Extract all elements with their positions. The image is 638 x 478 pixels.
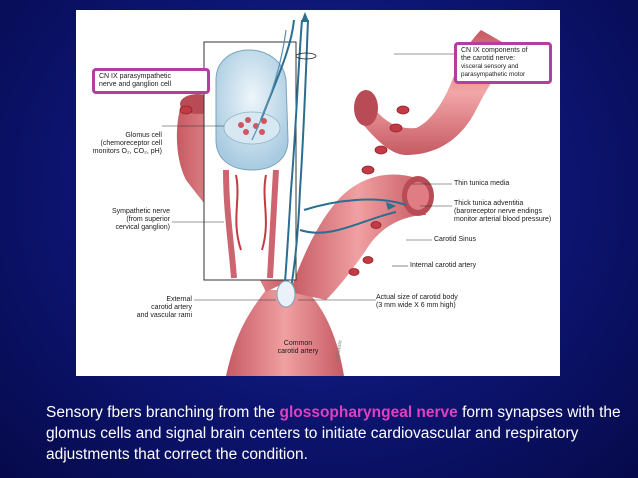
- leader-lines: [162, 53, 454, 301]
- label-thick-tunica-adventitia: Thick tunica adventitia (baroreceptor ne…: [454, 200, 552, 223]
- label-common-carotid: Common carotid artery: [277, 340, 319, 355]
- label-sympathetic-nerve: Sympathetic nerve (from superior cervica…: [112, 208, 170, 231]
- caption-highlight-glossopharyngeal: glossopharyngeal nerve: [279, 404, 458, 421]
- label-external-carotid: External carotid artery and vascular ram…: [136, 296, 192, 319]
- callout-cn-ix-components: CN IX components of the carotid nerve: v…: [454, 42, 552, 84]
- common-carotid-artery: [226, 290, 344, 376]
- label-thin-tunica-media: Thin tunica media: [454, 180, 510, 187]
- carotid-body-illustration: signature CN IX parasympathetic nerve an…: [76, 10, 560, 376]
- label-carotid-sinus: Carotid Sinus: [434, 236, 477, 243]
- carotid-body: [276, 280, 296, 308]
- caption-part-2: form synapses with the glomus cells and …: [46, 404, 621, 463]
- nerve-loop-marker: [295, 52, 317, 60]
- red-blood-cells: [179, 105, 410, 276]
- carotid-nerve-fibers: [260, 19, 407, 296]
- callout-cn-ix-components-title: CN IX components of the carotid nerve:: [461, 47, 528, 62]
- label-internal-carotid: Internal carotid artery: [410, 262, 477, 269]
- callout-cn-ix-parasympathetic: CN IX parasympathetic nerve and ganglion…: [92, 68, 210, 94]
- callout-cn-ix-components-sub: visceral sensory and parasympathetic mot…: [461, 63, 526, 78]
- label-glomus-cell: Glomus cell (chemoreceptor cell monitors…: [92, 132, 162, 155]
- label-actual-size: Actual size of carotid body (3 mm wide X…: [376, 294, 458, 309]
- svg-text:signature: signature: [334, 339, 344, 362]
- slide-caption: Sensory fbers branching from the glossop…: [46, 402, 626, 465]
- caption-part-1: Sensory fbers branching from the: [46, 404, 280, 421]
- glomus-body-magnified: [215, 49, 289, 171]
